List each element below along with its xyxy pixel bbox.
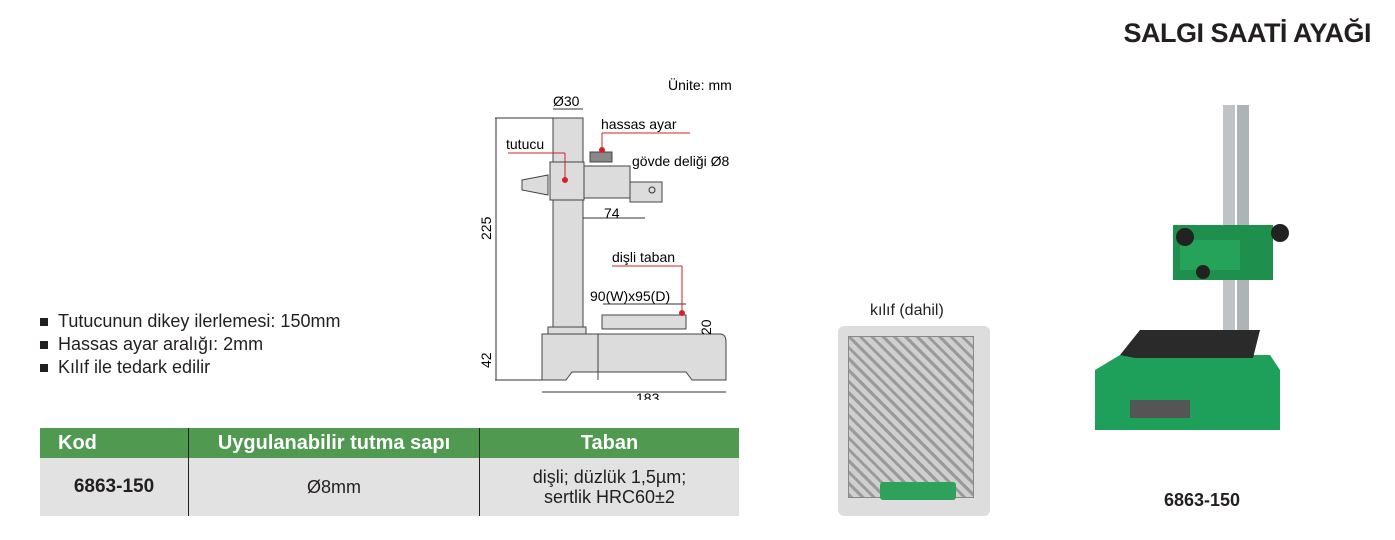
case-label: kılıf (dahil) — [870, 302, 944, 319]
dim-size: 90(W)x95(D) — [590, 288, 670, 304]
dim-diameter: Ø30 — [553, 93, 580, 109]
feature-item: Kılıf ile tedark edilir — [40, 357, 210, 378]
feature-item: Hassas ayar aralığı: 2mm — [40, 334, 263, 355]
label-holder: tutucu — [506, 136, 544, 152]
case-image — [838, 326, 990, 516]
product-code-label: 6863-150 — [1164, 490, 1241, 510]
dim-42: 42 — [478, 352, 494, 368]
dim-183: 183 — [636, 390, 660, 400]
dim-225: 225 — [478, 216, 494, 240]
unit-label: Ünite: mm — [668, 76, 732, 93]
label-fine-adjust: hassas ayar — [601, 116, 677, 132]
label-stem-hole: gövde deliği Ø8 — [632, 153, 730, 169]
dim-74: 74 — [604, 205, 620, 221]
feature-item: Tutucunun dikey ilerlemesi: 150mm — [40, 311, 340, 332]
product-photo — [1095, 105, 1289, 430]
label-serrated-base: dişli taban — [612, 249, 675, 265]
technical-drawing: Ünite: mm Ø30 hassas ayar tutucu gövde d… — [478, 76, 732, 400]
page-title: SALGI SAATİ AYAĞI — [1123, 18, 1371, 48]
dim-20: 20 — [698, 319, 714, 335]
